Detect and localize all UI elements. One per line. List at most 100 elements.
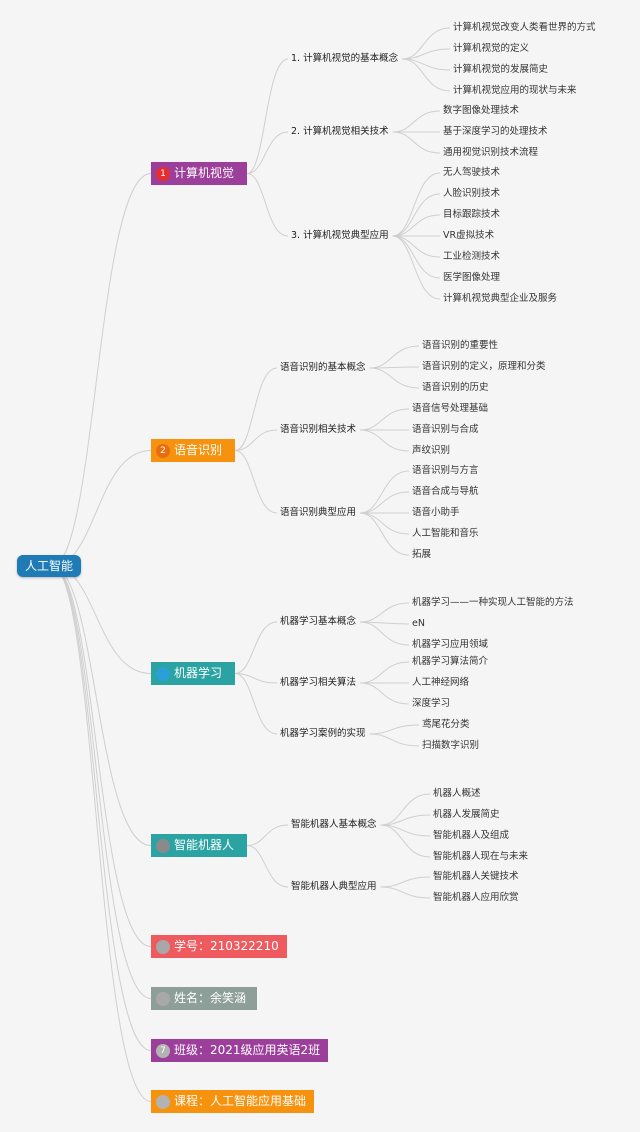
leaf-node[interactable]: 通用视觉识别技术流程 (443, 147, 539, 158)
branch-to-topic-line (234, 450, 278, 514)
topic-to-leaf-line (380, 824, 431, 858)
leaf-node[interactable]: 计算机视觉应用的现状与未来 (453, 85, 577, 96)
number-badge-icon: 7 (156, 1043, 170, 1058)
topic-to-leaf-line (392, 193, 441, 237)
leaf-node[interactable]: 智能机器人关键技术 (433, 871, 519, 882)
topic-node[interactable]: 机器学习案例的实现 (280, 728, 366, 739)
root-to-branch-line (51, 173, 152, 567)
leaf-node[interactable]: 鸢尾花分类 (422, 719, 470, 730)
branch-label: 计算机视觉 (174, 166, 235, 180)
leaf-node[interactable]: 机器学习应用领域 (412, 639, 489, 650)
topic-to-leaf-line (380, 886, 431, 899)
branch-node[interactable]: 学号：210322210 (151, 935, 287, 958)
topic-to-leaf-line (360, 491, 410, 514)
leaf-node[interactable]: 计算机视觉典型企业及服务 (443, 293, 558, 304)
topic-node[interactable]: 智能机器人基本概念 (291, 819, 377, 830)
leaf-node[interactable]: 声纹识别 (412, 445, 451, 456)
leaf-node[interactable]: 计算机视觉的发展简史 (453, 64, 549, 75)
leaf-node[interactable]: 扫描数字识别 (422, 740, 480, 751)
topic-node[interactable]: 语音识别相关技术 (280, 424, 357, 435)
topic-node[interactable]: 1. 计算机视觉的基本概念 (291, 53, 399, 64)
topic-to-leaf-line (392, 235, 441, 279)
topic-to-leaf-line (360, 621, 410, 646)
branch-to-topic-line (246, 58, 289, 174)
branch-label: 姓名：余笑涵 (174, 991, 247, 1005)
branch-node[interactable]: 1 计算机视觉 (151, 162, 247, 185)
branch-to-topic-line (234, 367, 278, 451)
leaf-node[interactable]: 语音识别的定义，原理和分类 (422, 361, 546, 372)
leaf-node[interactable]: 深度学习 (412, 698, 451, 709)
leaf-node[interactable]: 语音识别的历史 (422, 382, 489, 393)
topic-to-leaf-line (392, 172, 441, 237)
topic-to-leaf-line (380, 814, 431, 826)
leaf-node[interactable]: 机器人概述 (433, 788, 481, 799)
topic-to-leaf-line (369, 724, 420, 735)
leaf-node[interactable]: 智能机器人及组成 (433, 830, 510, 841)
leaf-node[interactable]: eN (412, 618, 425, 629)
leaf-node[interactable]: 计算机视觉改变人类看世界的方式 (453, 22, 596, 33)
topic-node[interactable]: 智能机器人典型应用 (291, 881, 377, 892)
leaf-node[interactable]: 语音识别的重要性 (422, 340, 499, 351)
branch-node[interactable]: 7 班级：2021级应用英语2班 (151, 1039, 329, 1062)
topic-to-leaf-line (359, 512, 410, 556)
branch-label: 学号：210322210 (174, 939, 279, 953)
leaf-node[interactable]: 机器学习——一种实现人工智能的方法 (412, 597, 574, 608)
leaf-node[interactable]: 数字图像处理技术 (443, 105, 520, 116)
branch-label: 课程：人工智能应用基础 (174, 1094, 307, 1108)
topic-to-leaf-line (392, 235, 441, 300)
topic-to-leaf-line (380, 793, 431, 826)
root-to-branch-line (51, 565, 152, 846)
leaf-node[interactable]: 语音小助手 (412, 507, 460, 518)
leaf-node[interactable]: VR虚拟技术 (443, 230, 495, 241)
topic-to-leaf-line (402, 58, 451, 92)
topic-to-leaf-line (369, 733, 420, 747)
leaf-node[interactable]: 智能机器人应用欣赏 (433, 892, 519, 903)
topic-node[interactable]: 机器学习基本概念 (280, 616, 357, 627)
leaf-node[interactable]: 语音识别与方言 (412, 465, 479, 476)
leaf-node[interactable]: 无人驾驶技术 (443, 167, 501, 178)
leaf-node[interactable]: 人工智能和音乐 (412, 528, 479, 539)
branch-node[interactable]: 智能机器人 (151, 834, 247, 857)
leaf-node[interactable]: 语音识别与合成 (412, 424, 479, 435)
leaf-node[interactable]: 基于深度学习的处理技术 (443, 126, 548, 137)
topic-to-leaf-line (360, 408, 410, 431)
number-badge-icon: 2 (156, 443, 170, 458)
leaf-node[interactable]: 工业检测技术 (443, 251, 501, 262)
topic-node[interactable]: 语音识别的基本概念 (280, 362, 366, 373)
topic-node[interactable]: 机器学习相关算法 (280, 677, 357, 688)
branch-to-topic-line (234, 673, 278, 735)
leaf-node[interactable]: 人工神经网络 (412, 677, 470, 688)
topic-to-leaf-line (392, 110, 441, 133)
leaf-node[interactable]: 计算机视觉的定义 (453, 43, 530, 54)
branch-to-topic-line (234, 429, 278, 451)
branch-node[interactable]: 姓名：余笑涵 (151, 987, 257, 1010)
root-node[interactable]: 人工智能 (17, 555, 81, 577)
root-to-branch-line (51, 565, 152, 947)
leaf-node[interactable]: 语音信号处理基础 (412, 403, 489, 414)
leaf-node[interactable]: 人脸识别技术 (443, 188, 501, 199)
leaf-node[interactable]: 医学图像处理 (443, 272, 501, 283)
topic-node[interactable]: 2. 计算机视觉相关技术 (291, 126, 389, 137)
leaf-node[interactable]: 语音合成与导航 (412, 486, 479, 497)
leaf-node[interactable]: 机器人发展简史 (433, 809, 500, 820)
topic-to-leaf-line (402, 27, 451, 60)
branch-label: 班级：2021级应用英语2班 (174, 1043, 321, 1057)
leaf-node[interactable]: 智能机器人现在与未来 (433, 851, 529, 862)
root-to-branch-line (51, 565, 152, 999)
topic-node[interactable]: 语音识别典型应用 (280, 507, 357, 518)
branch-label: 智能机器人 (174, 838, 235, 852)
number-badge-icon: 1 (156, 166, 170, 181)
branch-node[interactable]: 课程：人工智能应用基础 (151, 1090, 315, 1113)
leaf-node[interactable]: 拓展 (412, 549, 432, 560)
topic-to-leaf-line (359, 470, 410, 514)
branch-label: 机器学习 (174, 666, 223, 680)
leaf-node[interactable]: 目标跟踪技术 (443, 209, 501, 220)
branch-to-topic-line (246, 131, 289, 174)
branch-to-topic-line (234, 621, 278, 674)
topic-node[interactable]: 3. 计算机视觉典型应用 (291, 230, 389, 241)
branch-to-topic-line (246, 173, 289, 237)
leaf-node[interactable]: 机器学习算法简介 (412, 656, 489, 667)
branch-node[interactable]: 机器学习 (151, 662, 235, 685)
